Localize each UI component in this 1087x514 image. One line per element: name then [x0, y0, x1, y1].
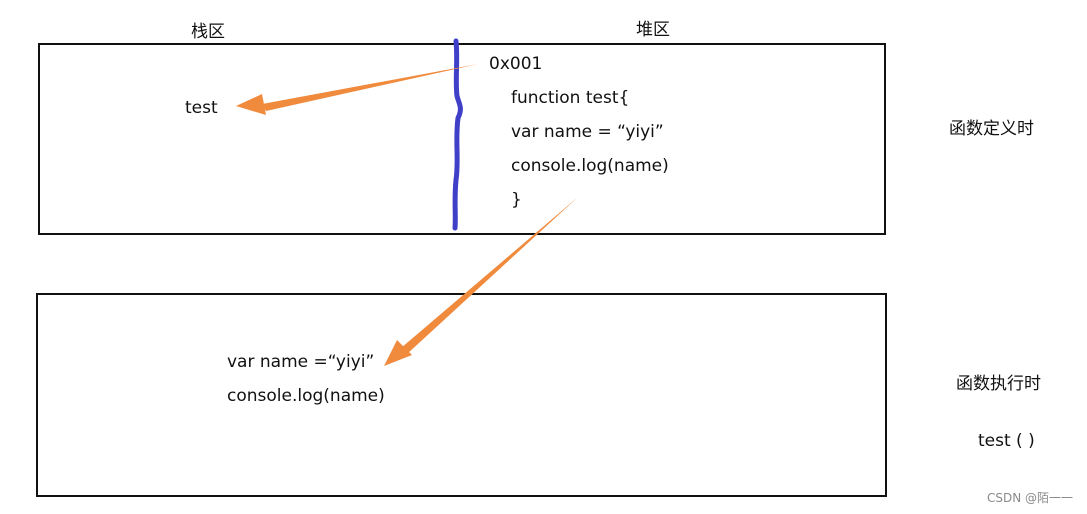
heap-address: 0x001	[489, 54, 543, 74]
stack-area-heading: 栈区	[191, 22, 225, 42]
csdn-watermark: CSDN @陌一一	[986, 491, 1073, 505]
execution-phase-label: 函数执行时	[956, 374, 1041, 394]
function-call-label: test ( )	[978, 431, 1035, 451]
execution-code-line: var name =“yiyi”	[227, 352, 375, 372]
stack-entry-test: test	[185, 98, 218, 118]
heap-code-line: var name = “yiyi”	[511, 122, 664, 142]
definition-phase-box	[38, 43, 886, 235]
heap-code-line: }	[511, 190, 522, 210]
heap-code-line: function test{	[511, 88, 630, 108]
definition-phase-label: 函数定义时	[949, 119, 1034, 139]
heap-code-line: console.log(name)	[511, 156, 669, 176]
execution-code-line: console.log(name)	[227, 386, 385, 406]
heap-area-heading: 堆区	[636, 20, 670, 40]
execution-phase-box	[36, 293, 887, 497]
